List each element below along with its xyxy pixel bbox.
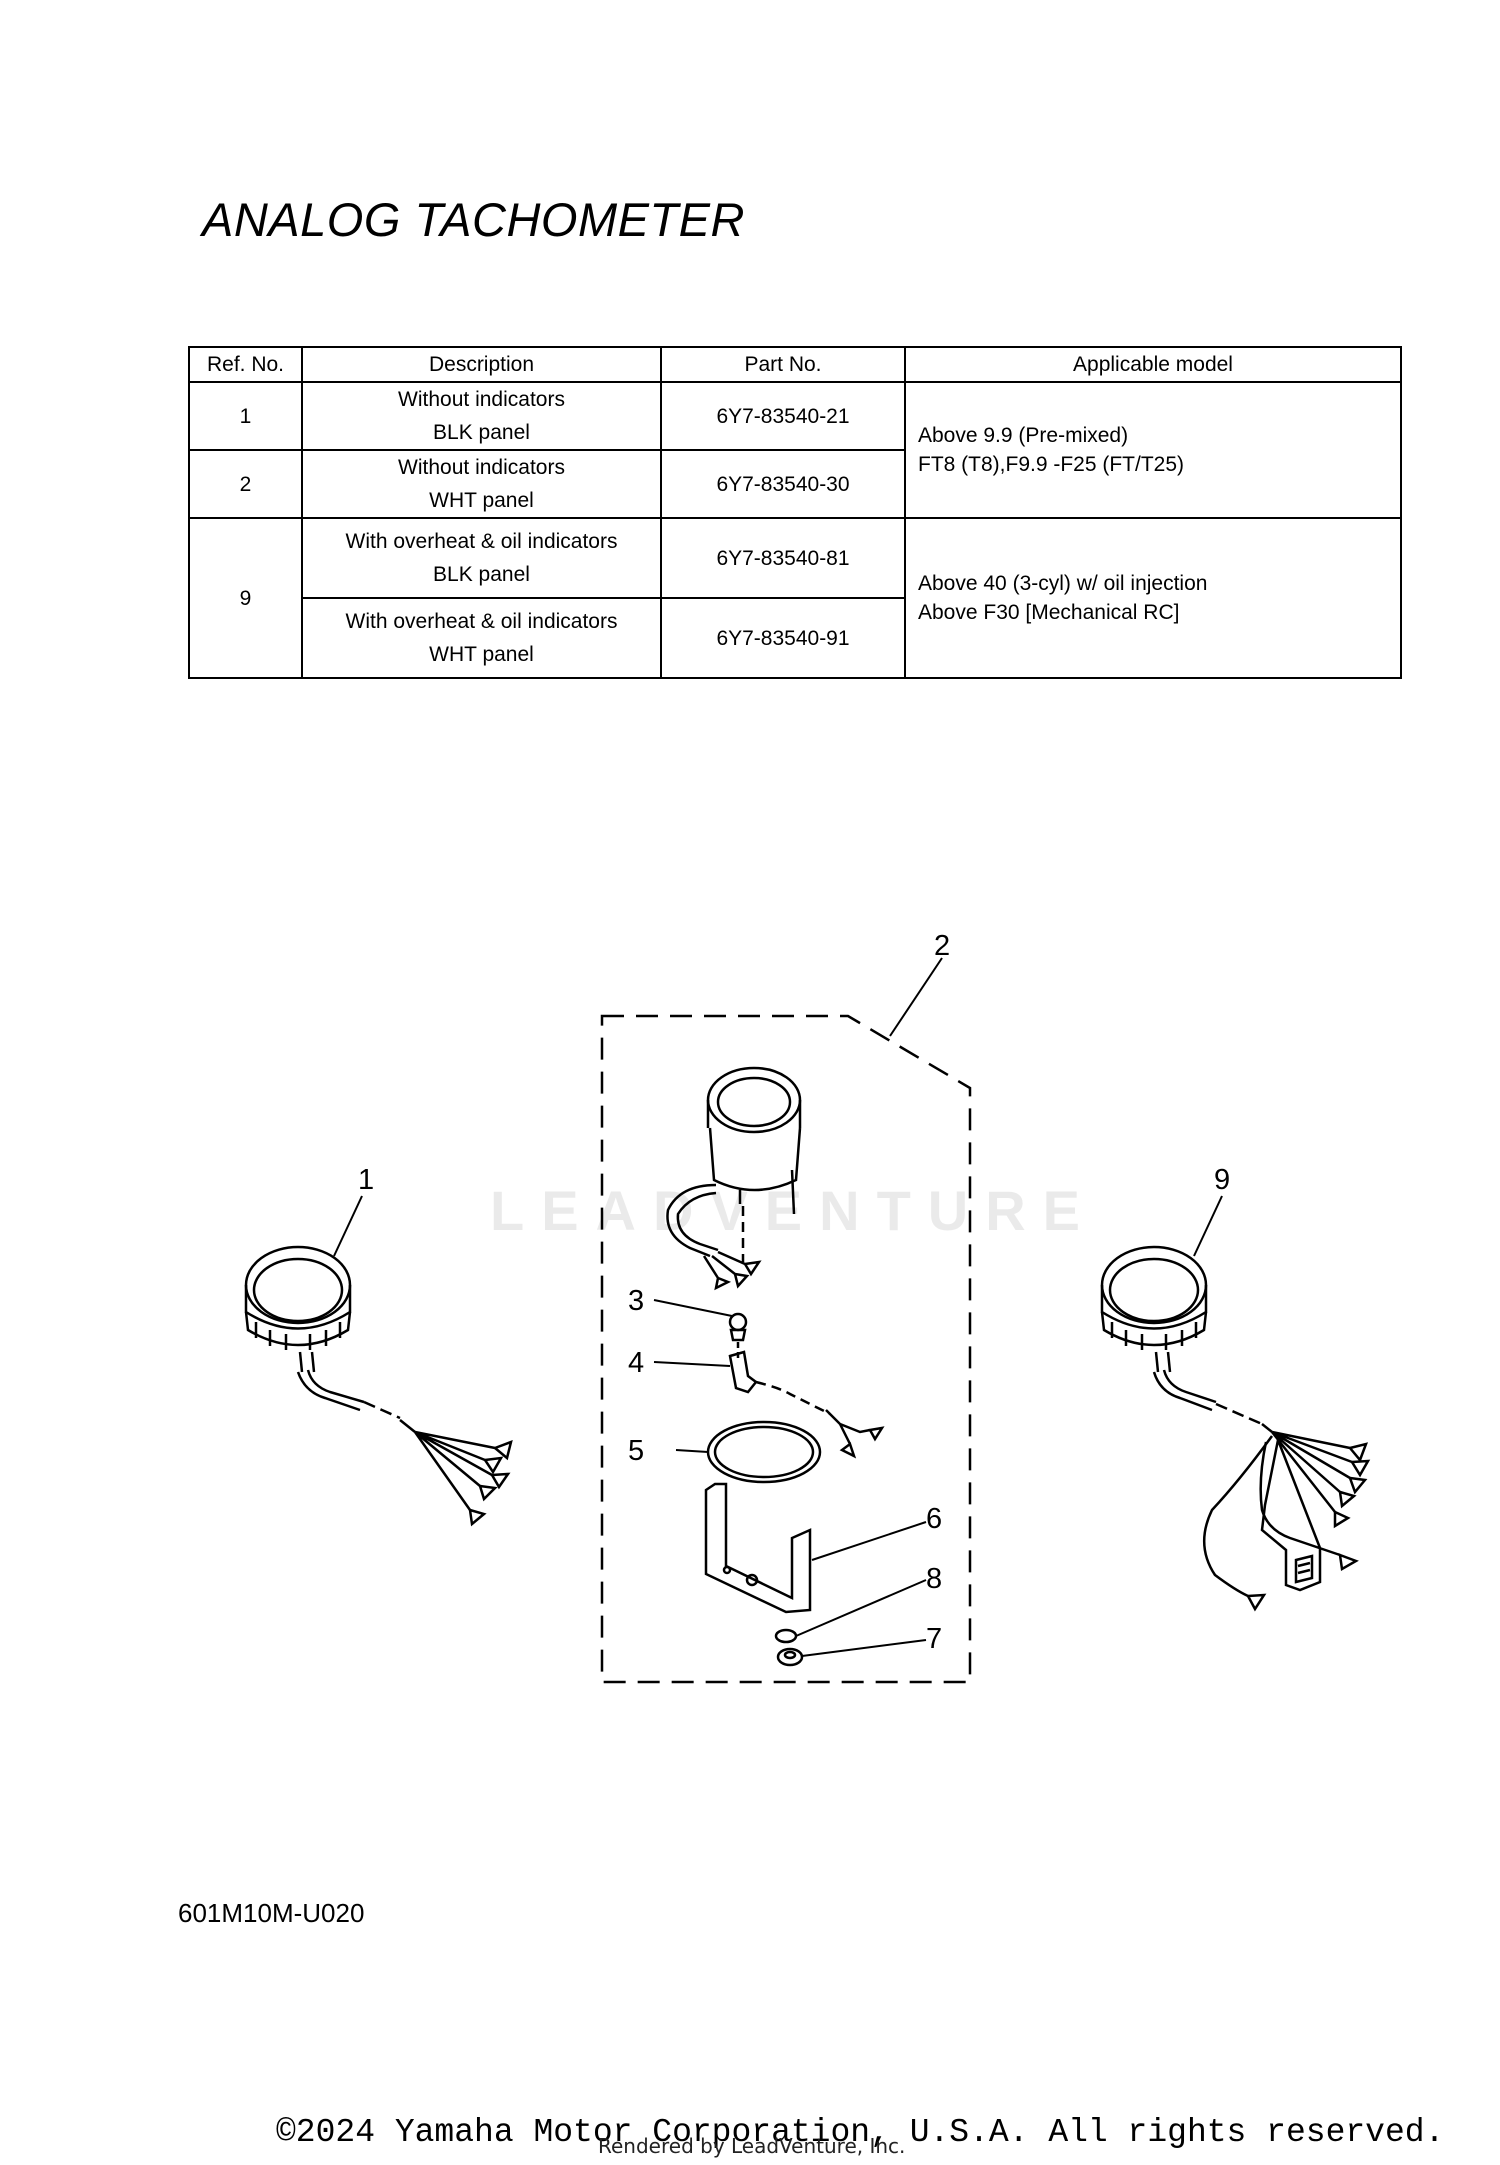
leader-lines: [333, 957, 1223, 1657]
part-number-cell[interactable]: 6Y7-83540-30: [660, 449, 906, 519]
header-part-no: Part No.: [660, 346, 906, 383]
callout-7: 7: [926, 1623, 942, 1655]
model-line: Above 9.9 (Pre-mixed): [918, 424, 1129, 447]
callout-4: 4: [628, 1347, 644, 1379]
gasket-5[interactable]: [706, 1420, 822, 1484]
tachometer-9[interactable]: [1100, 1245, 1371, 1612]
header-applicable-model: Applicable model: [904, 346, 1402, 383]
ref-cell: 1: [188, 381, 303, 451]
washer-8[interactable]: [774, 1628, 798, 1644]
part-number-cell[interactable]: 6Y7-83540-81: [660, 517, 906, 599]
callout-8: 8: [926, 1563, 942, 1595]
rendered-by-notice: Rendered by LeadVenture, Inc.: [598, 2134, 906, 2158]
parts-table: Ref. No. Description Part No. Applicable…: [188, 346, 1402, 679]
ref-cell: 9: [188, 517, 303, 679]
part-number-cell[interactable]: 6Y7-83540-21: [660, 381, 906, 451]
watermark: LEADVENTURE: [490, 1179, 1098, 1242]
diagram-code: 601M10M-U020: [178, 1898, 365, 1928]
description-line: WHT panel: [429, 643, 534, 666]
part-number-cell[interactable]: 6Y7-83540-91: [660, 597, 906, 679]
description-line: BLK panel: [433, 421, 530, 444]
table-header-row: Ref. No. Description Part No. Applicable…: [188, 346, 1402, 383]
description-line: With overheat & oil indicators: [345, 530, 618, 553]
ref-cell: 2: [188, 449, 303, 519]
model-line: FT8 (T8),F9.9 -F25 (FT/T25): [918, 453, 1185, 476]
model-line: Above F30 [Mechanical RC]: [918, 601, 1180, 624]
header-ref-no: Ref. No.: [188, 346, 303, 383]
callout-5: 5: [628, 1435, 644, 1467]
bracket-6[interactable]: [704, 1482, 812, 1614]
callout-9: 9: [1214, 1164, 1230, 1196]
callout-6: 6: [926, 1503, 942, 1535]
tachometer-2[interactable]: [666, 1066, 802, 1291]
header-description: Description: [301, 346, 662, 383]
applicable-model-cell: Above 9.9 (Pre-mixed) FT8 (T8),F9.9 -F25 …: [904, 381, 1402, 519]
copyright-notice: ©2024 Yamaha Motor Corporation, U.S.A. A…: [276, 2114, 1445, 2151]
bulb-3[interactable]: [728, 1312, 748, 1362]
description-line: With overheat & oil indicators: [345, 610, 618, 633]
callout-2: 2: [934, 930, 950, 962]
description-line: Without indicators: [398, 388, 565, 411]
callout-3: 3: [628, 1285, 644, 1317]
description-line: WHT panel: [429, 489, 534, 512]
nut-7[interactable]: [776, 1647, 804, 1667]
page-title: ANALOG TACHOMETER: [202, 193, 745, 246]
bulb-socket-4[interactable]: [728, 1350, 885, 1459]
tachometer-1[interactable]: [244, 1245, 513, 1527]
callout-1: 1: [358, 1164, 374, 1196]
model-line: Above 40 (3-cyl) w/ oil injection: [918, 572, 1208, 595]
description-line: BLK panel: [433, 563, 530, 586]
description-line: Without indicators: [398, 456, 565, 479]
kit-boundary: [600, 1014, 972, 1684]
